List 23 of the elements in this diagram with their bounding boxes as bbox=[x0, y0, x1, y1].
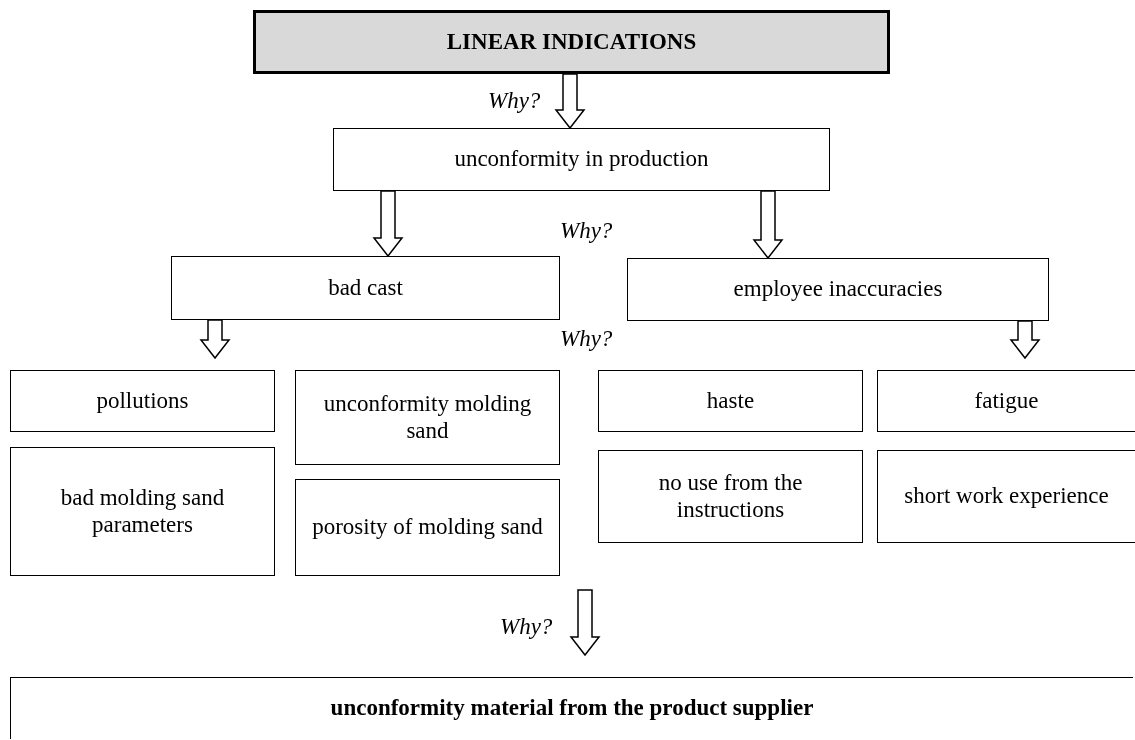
block-arrow bbox=[569, 589, 601, 657]
cause-box: haste bbox=[598, 370, 863, 432]
title-box: LINEAR INDICATIONS bbox=[253, 10, 890, 74]
cause-box: pollutions bbox=[10, 370, 275, 432]
block-arrow bbox=[372, 190, 404, 258]
question-label: Why? bbox=[488, 88, 541, 114]
block-arrow bbox=[1009, 320, 1041, 360]
cause-box: short work experience bbox=[877, 450, 1135, 543]
cause-box: porosity of molding sand bbox=[295, 479, 560, 576]
cause-box: unconformity in production bbox=[333, 128, 830, 191]
cause-box: bad molding sand parameters bbox=[10, 447, 275, 576]
question-label: Why? bbox=[500, 614, 553, 640]
cause-box: bad cast bbox=[171, 256, 560, 320]
root-cause-box: unconformity material from the product supplier bbox=[10, 677, 1133, 739]
cause-box: unconformity molding sand bbox=[295, 370, 560, 465]
cause-box: employee inaccuracies bbox=[627, 258, 1049, 321]
question-label: Why? bbox=[560, 326, 613, 352]
block-arrow bbox=[554, 73, 586, 130]
block-arrow bbox=[752, 190, 784, 260]
cause-box: fatigue bbox=[877, 370, 1135, 432]
block-arrow bbox=[199, 319, 231, 360]
question-label: Why? bbox=[560, 218, 613, 244]
cause-box: no use from the instructions bbox=[598, 450, 863, 543]
